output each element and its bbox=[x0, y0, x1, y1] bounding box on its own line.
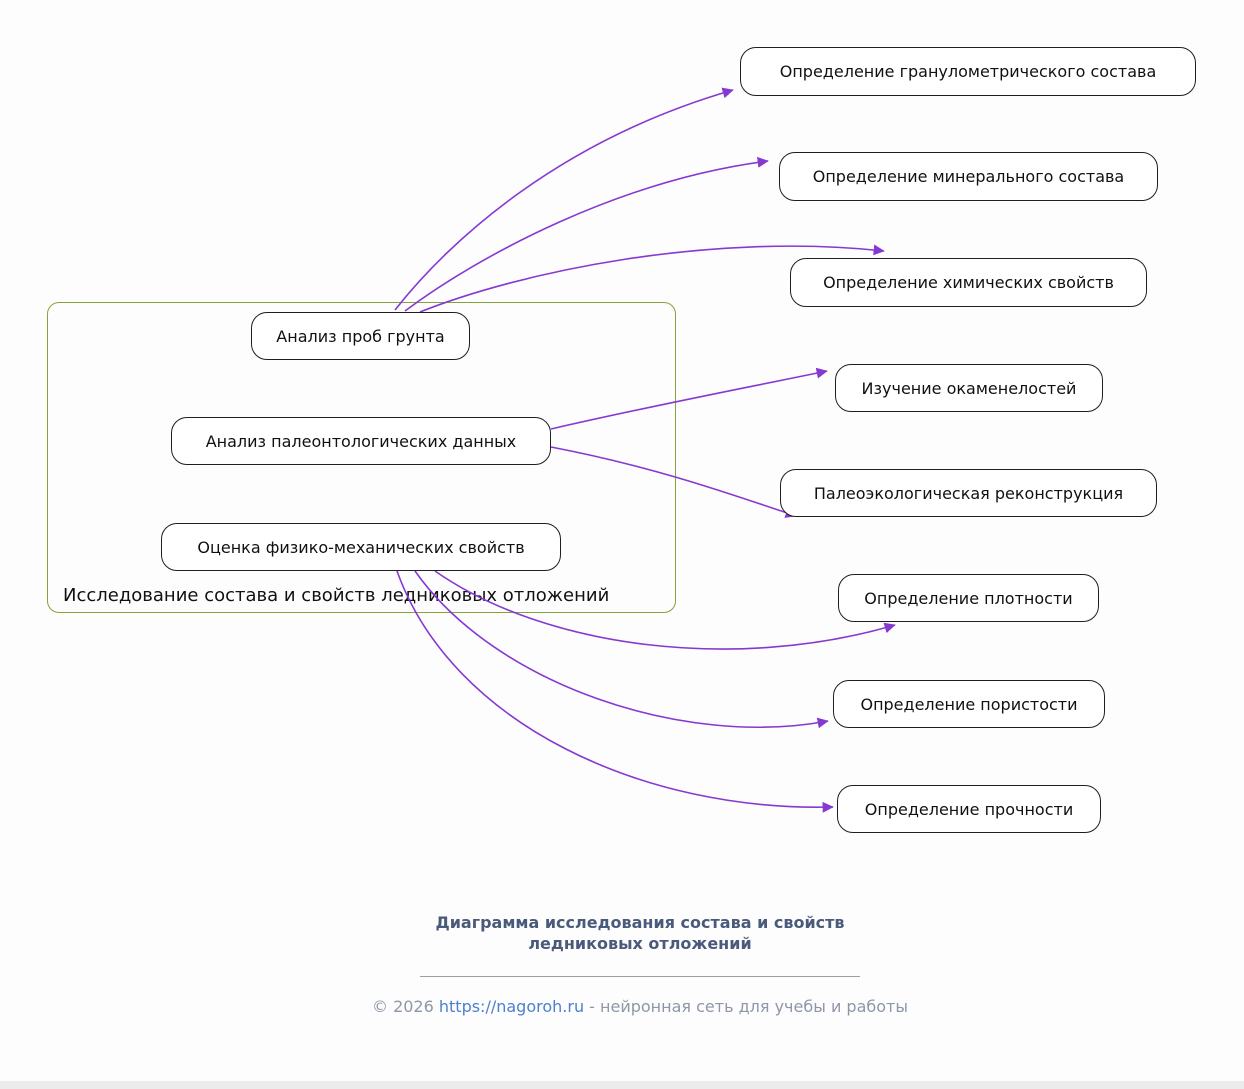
footer-title: Диаграмма исследования состава и свойств… bbox=[36, 912, 1244, 954]
bottom-edge-strip bbox=[0, 1081, 1244, 1089]
node-paleoecological-reconstruction: Палеоэкологическая реконструкция bbox=[780, 469, 1157, 517]
footer-link[interactable]: https://nagoroh.ru bbox=[438, 997, 585, 1016]
edge-soil-to-mineral bbox=[404, 156, 769, 312]
footer-title-line2: ледниковых отложений bbox=[528, 934, 752, 953]
node-porosity: Определение пористости bbox=[833, 680, 1105, 728]
node-fossils: Изучение окаменелостей bbox=[835, 364, 1103, 412]
node-strength: Определение прочности bbox=[837, 785, 1101, 833]
group-label: Исследование состава и свойств ледниковы… bbox=[63, 585, 610, 606]
node-grain-size: Определение гранулометрического состава bbox=[740, 47, 1196, 96]
node-mineral-composition: Определение минерального состава bbox=[779, 152, 1158, 201]
footer-divider bbox=[420, 976, 860, 977]
copyright-prefix: © 2026 bbox=[371, 997, 439, 1016]
copyright-suffix: - нейронная сеть для учебы и работы bbox=[584, 997, 908, 1016]
node-paleontological-data: Анализ палеонтологических данных bbox=[171, 417, 551, 465]
footer: Диаграмма исследования состава и свойств… bbox=[36, 912, 1244, 1016]
node-chemical-properties: Определение химических свойств bbox=[790, 258, 1147, 307]
edge-soil-to-grain-size bbox=[394, 87, 734, 311]
node-density: Определение плотности bbox=[838, 574, 1099, 622]
node-soil-samples: Анализ проб грунта bbox=[251, 312, 470, 360]
node-physical-mechanical: Оценка физико-механических свойств bbox=[161, 523, 561, 571]
footer-copyright: © 2026 https://nagoroh.ru - нейронная се… bbox=[36, 997, 1244, 1016]
footer-title-line1: Диаграмма исследования состава и свойств bbox=[435, 913, 845, 932]
